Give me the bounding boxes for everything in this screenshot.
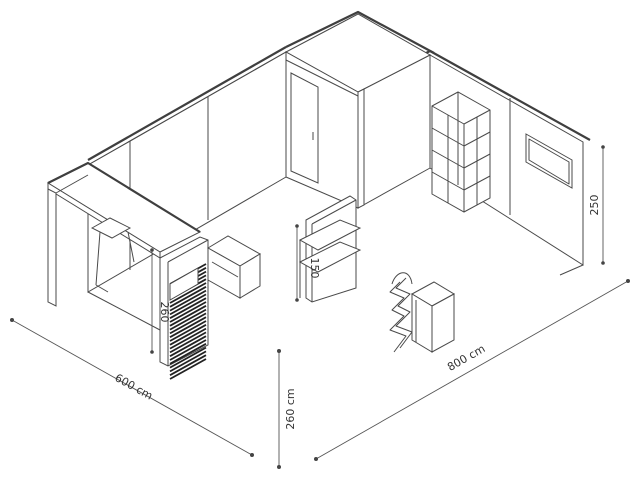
- floor-outline: [87, 264, 584, 331]
- column-slat: [169, 327, 207, 350]
- tv-screen: [525, 133, 573, 189]
- column-slat: [169, 305, 207, 327]
- display-shelf: [298, 195, 362, 303]
- cube-shelf: [431, 91, 491, 213]
- dimension-column-height: [150, 248, 154, 354]
- column-slat: [169, 331, 207, 354]
- storage-room: [284, 10, 435, 209]
- dimension-shelf-height: [295, 224, 299, 302]
- column-slat: [169, 293, 207, 316]
- low-cabinet: [207, 235, 261, 299]
- column-slat: [169, 335, 207, 357]
- column-slat: [169, 343, 207, 365]
- column-slat: [169, 354, 207, 376]
- wall-height-label: 250: [588, 195, 601, 216]
- column-slat: [169, 308, 207, 331]
- column-slat: [169, 312, 207, 335]
- column-slat: [169, 289, 207, 312]
- column-height-label: 260: [158, 302, 171, 323]
- zigzag-rack: [389, 272, 413, 353]
- dimension-width: [10, 318, 254, 457]
- shelf-height-label: 150: [308, 258, 321, 279]
- column-slat: [169, 324, 207, 346]
- bar-table: [90, 217, 135, 293]
- dimension-length: [314, 279, 630, 461]
- column-slat: [169, 282, 207, 304]
- reception-desk: [410, 281, 456, 353]
- column-slat: [169, 301, 207, 323]
- dimension-height: [277, 349, 281, 469]
- height-label: 260 cm: [284, 388, 297, 429]
- column-slat: [169, 346, 207, 369]
- column-slat: [169, 316, 207, 338]
- column-slat: [169, 286, 207, 308]
- column-slat: [169, 320, 207, 342]
- column-slat: [169, 350, 207, 373]
- column-screen: [169, 267, 199, 301]
- storage-door: [290, 72, 319, 184]
- column-slat: [169, 297, 207, 319]
- column-slat: [169, 358, 207, 380]
- dimension-wall-height: [601, 145, 605, 265]
- left-archway: [46, 161, 209, 367]
- length-label: 800 cm: [445, 342, 487, 374]
- width-label: 600 cm: [112, 371, 154, 402]
- column-slat: [169, 339, 207, 361]
